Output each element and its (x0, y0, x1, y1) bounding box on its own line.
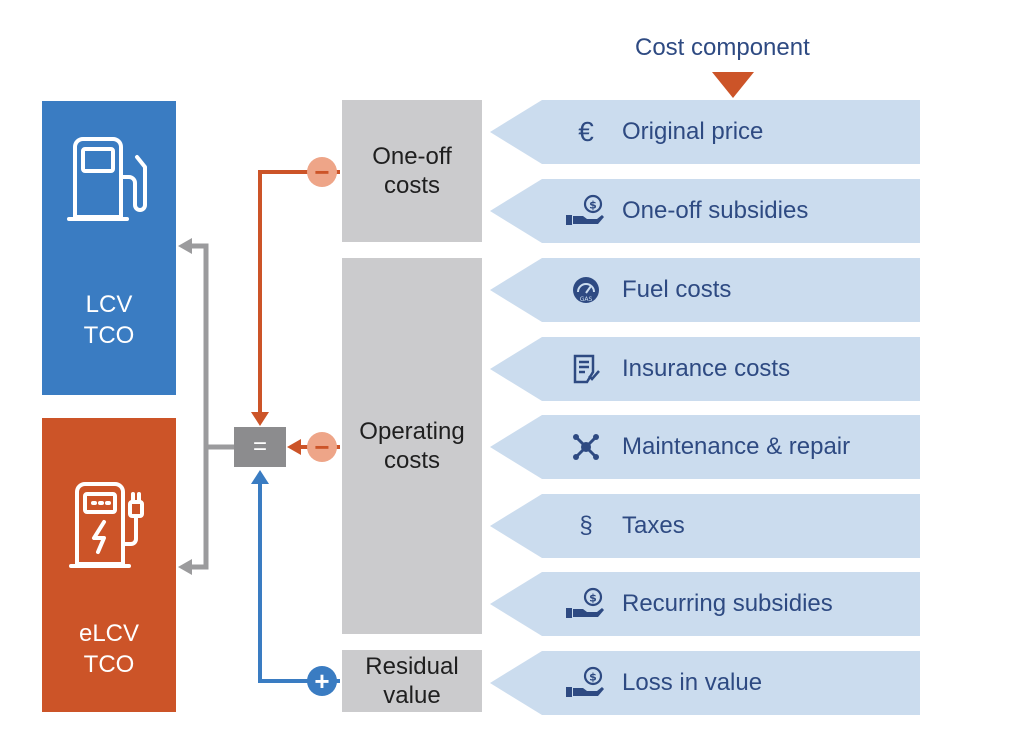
group-residual-value: Residual value (342, 650, 482, 712)
group-label-line2: costs (383, 447, 440, 474)
elcv-label-line1: eLCV (78, 620, 140, 647)
fuel-gauge-icon: GAS (573, 277, 599, 303)
lcv-tco-box: LCV TCO (42, 101, 176, 395)
plus-circle-residual: + (307, 666, 337, 696)
fuel-pump-icon (67, 137, 147, 221)
minus-circle-one-off: − (307, 157, 337, 187)
arrow-head-lcv (178, 238, 192, 254)
group-label-line1: Operating (359, 418, 465, 445)
component-recurring-subsidies: $ Recurring subsidies (550, 572, 833, 636)
group-label-line2: costs (383, 172, 440, 199)
component-label: Recurring subsidies (622, 590, 833, 617)
header-down-triangle-icon (712, 72, 754, 98)
group-label-line2: value (383, 682, 441, 709)
residual-line (258, 482, 340, 683)
lcv-label-line1: LCV (85, 291, 133, 318)
component-fuel-costs: GAS Fuel costs (550, 258, 731, 322)
operating-arrow-head (287, 439, 301, 455)
component-label: Fuel costs (622, 276, 732, 303)
arrow-head-elcv (178, 559, 192, 575)
component-original-price: € Original price (550, 100, 763, 164)
subsidy-hand-coin-icon: $ (566, 587, 604, 618)
component-arrow-fuel-costs (490, 258, 920, 322)
group-one-off-costs: One-off costs (342, 100, 482, 242)
component-arrow-insurance-costs (490, 337, 920, 401)
minus-circle-operating: − (307, 432, 337, 462)
component-label: Insurance costs (622, 355, 791, 382)
component-arrow-loss-in-value (490, 651, 920, 715)
component-label: Maintenance & repair (622, 433, 851, 460)
svg-text:$: $ (589, 592, 597, 605)
residual-arrow-head (251, 470, 269, 484)
section-sign-icon: § (579, 512, 593, 539)
component-arrow-recurring-subsidies (490, 572, 920, 636)
component-arrow-original-price (490, 100, 920, 164)
minus-sign: − (314, 157, 330, 187)
component-arrow-one-off-subsidies (490, 179, 920, 243)
one-off-arrow-head (251, 412, 269, 426)
elcv-tco-box: eLCV TCO (42, 418, 176, 712)
wrench-tools-icon (573, 434, 599, 460)
elcv-label-line2: TCO (83, 651, 135, 678)
component-insurance-costs: Insurance costs (550, 337, 790, 401)
one-off-line (258, 170, 340, 414)
equals-sign: = (252, 433, 267, 460)
subsidy-hand-coin-icon: $ (566, 666, 604, 697)
minus-sign: − (314, 432, 330, 462)
component-maintenance-repair: Maintenance & repair (550, 415, 850, 479)
group-label-line1: One-off (372, 143, 452, 170)
subsidy-hand-coin-icon: $ (566, 194, 604, 225)
arrow-to-lcv (188, 243, 236, 450)
equals-operator-box: = (234, 427, 286, 467)
component-arrow-shapes (490, 100, 920, 715)
component-label: Original price (622, 118, 764, 145)
svg-text:$: $ (589, 671, 597, 684)
document-check-icon (573, 354, 600, 384)
euro-icon: € (578, 116, 594, 147)
component-arrow-taxes (490, 494, 920, 558)
component-one-off-subsidies: $ One-off subsidies (550, 179, 808, 243)
component-label: One-off subsidies (622, 197, 809, 224)
component-label: Loss in value (622, 669, 763, 696)
component-arrow-maintenance-repair (490, 415, 920, 479)
component-taxes: § Taxes (550, 494, 685, 558)
svg-text:$: $ (589, 199, 597, 212)
component-label: Taxes (622, 512, 685, 539)
plus-sign: + (314, 666, 330, 696)
cost-component-header: Cost component (635, 34, 810, 61)
svg-text:GAS: GAS (580, 296, 593, 303)
group-label-line1: Residual (365, 653, 459, 680)
component-loss-in-value: $ Loss in value (550, 651, 762, 715)
group-operating-costs: Operating costs (342, 258, 482, 634)
arrow-to-elcv (188, 447, 209, 570)
ev-charger-icon (69, 482, 144, 568)
lcv-label-line2: TCO (83, 322, 135, 349)
